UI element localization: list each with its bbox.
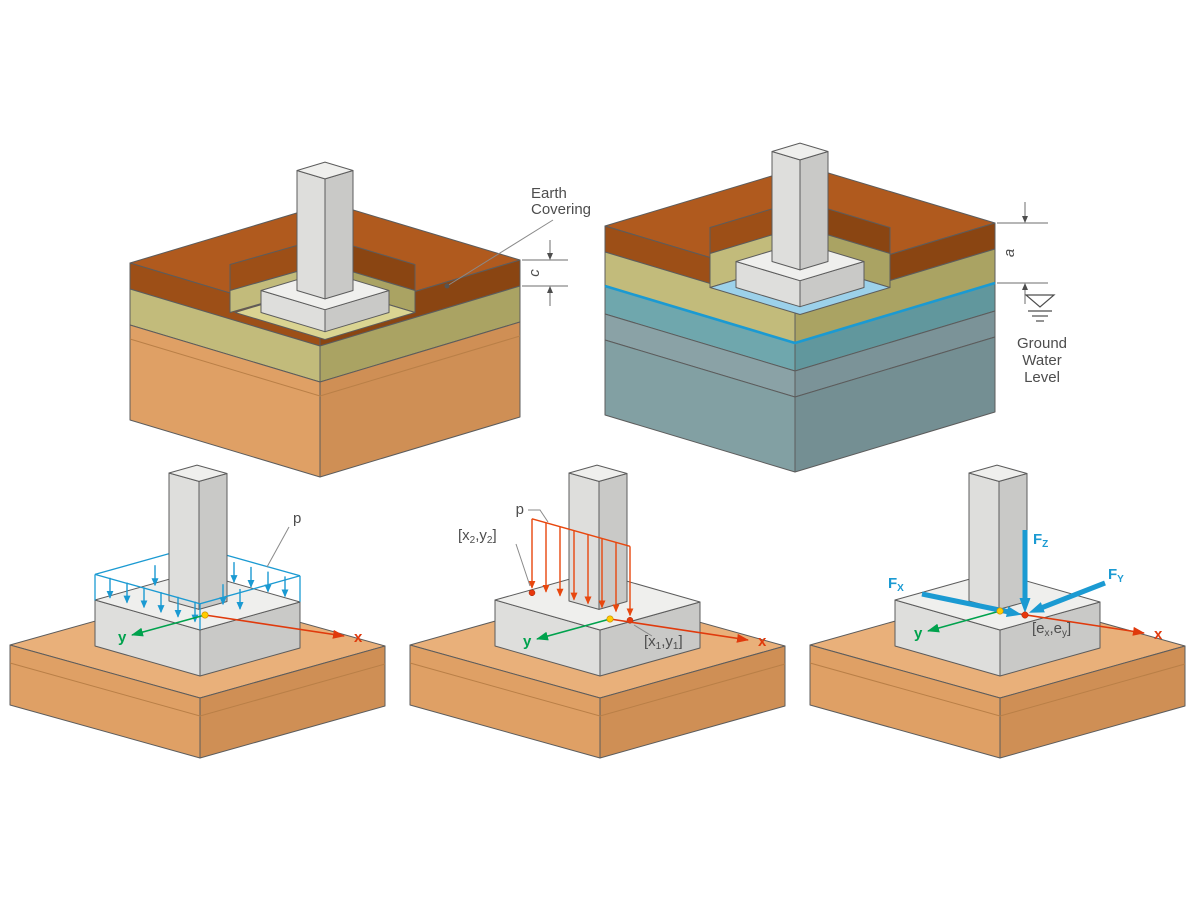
column [296,161,354,300]
svg-text:Level: Level [1024,369,1060,386]
dimension-a: a [997,202,1048,304]
x-axis [609,618,749,643]
origin-dot [201,611,209,619]
fx-arrow [921,591,1022,617]
column [771,142,829,271]
x-axis-label: x [1154,626,1163,643]
eccentricity-label: [ex,ey] [1032,620,1071,639]
axes: x y [523,615,767,650]
origin-dot [606,615,614,623]
partial-load-diagram: p [x2,y2] [x1,y1] x y [409,464,786,759]
fx-label: FX [888,575,904,594]
point-load-diagram: x y FZ FX FY [ex,ey] [809,464,1186,759]
y-axis-label: y [118,629,127,646]
uniform-load-diagram: p x y [9,464,386,759]
dimension-c-label: c [526,269,543,277]
svg-text:Ground: Ground [1017,335,1067,352]
eccentricity-dot [1021,611,1029,619]
x-axis [204,614,345,639]
water-line [604,281,996,345]
earth-covering-diagram: Earth Covering c [129,161,591,478]
y-axis [927,610,1001,633]
earth-covering-label-line2: Covering [531,201,591,218]
corner1-callout: [x1,y1] [633,624,683,652]
p-label: p [516,501,524,518]
dimension-a-label: a [1001,249,1018,257]
y-axis [536,618,611,641]
fy-label: FY [1108,566,1124,585]
p-callout: p [516,501,549,523]
corner2-label: [x2,y2] [458,527,497,546]
corner2-callout: [x2,y2] [458,527,531,587]
layered-soil-block [129,202,521,478]
fz-label: FZ [1033,531,1048,550]
column [968,464,1028,610]
groundwater-label: Ground Water Level [1017,335,1067,386]
groundwater-diagram: a Ground Water Level [604,142,1067,473]
y-axis-label: y [523,633,532,650]
dimension-c: c [522,240,568,306]
partial-load-curtain [528,518,634,624]
load-point: [ex,ey] [996,607,1071,639]
x-axis-label: x [758,633,767,650]
p-callout: p [266,510,301,568]
uniform-load-front [94,573,301,630]
axes: x y [118,611,363,646]
earth-covering-label-line1: Earth [531,185,567,202]
forces: FZ FX FY [888,530,1124,617]
earth-covering-callout: Earth Covering [444,185,591,289]
svg-text:Water: Water [1022,352,1061,369]
y-axis-label: y [914,625,923,642]
origin-dot [996,607,1004,615]
y-axis [131,614,206,637]
corner1-label: [x1,y1] [644,633,683,652]
corner2-dot [528,589,536,597]
groundwater-symbol [1024,294,1056,322]
p-label: p [293,510,301,527]
fy-arrow [1028,580,1106,613]
layered-soil-block [604,165,996,473]
column [168,464,228,610]
leader-dot [444,283,450,289]
x-axis-label: x [354,629,363,646]
